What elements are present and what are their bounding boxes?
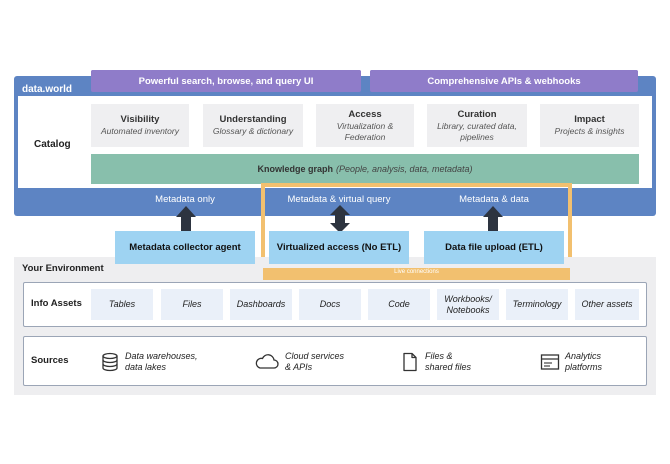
database-icon — [102, 352, 118, 372]
arrow-shaft — [335, 214, 345, 224]
sources-label: Sources — [31, 355, 69, 366]
arrow-down-icon — [330, 223, 350, 233]
capability-curation: Curation Library, curated data, pipeline… — [427, 104, 527, 147]
source-text: Data warehouses, data lakes — [125, 351, 198, 372]
asset-docs: Docs — [299, 289, 361, 320]
data-world-brand: data.world — [22, 84, 73, 95]
catalog-label: Catalog — [34, 139, 71, 150]
capability-desc: Automated inventory — [101, 126, 179, 136]
capability-title: Visibility — [120, 114, 160, 125]
source-data-warehouses: Data warehouses, data lakes — [100, 348, 203, 376]
capability-desc: Projects & insights — [554, 126, 625, 136]
apis-webhooks-bar-front: Comprehensive APIs & webhooks — [370, 70, 638, 92]
arrow-up-icon — [483, 206, 503, 217]
capability-title: Access — [348, 108, 382, 120]
source-analytics-platforms: Analytics platforms — [540, 348, 625, 376]
asset-other-assets: Other assets — [575, 289, 639, 320]
sources-row — [23, 336, 647, 386]
capability-desc: Virtualization & Federation — [336, 120, 394, 142]
environment-title: Your Environment — [22, 263, 104, 274]
source-cloud-services: Cloud services & APIs — [254, 348, 349, 376]
capability-understanding: Understanding Glossary & dictionary — [203, 104, 303, 147]
capability-title: Impact — [574, 114, 605, 125]
knowledge-graph-desc: (People, analysis, data, metadata) — [335, 164, 473, 174]
metadata-data-label: Metadata & data — [459, 194, 529, 205]
capability-access: Access Virtualization & Federation — [316, 104, 414, 147]
knowledge-graph-title: Knowledge graph — [257, 164, 333, 174]
metadata-only-label: Metadata only — [155, 194, 215, 205]
source-text: Cloud services & APIs — [285, 351, 345, 372]
capability-impact: Impact Projects & insights — [540, 104, 639, 147]
metadata-collector-agent-box: Metadata collector agent — [115, 231, 255, 264]
asset-terminology: Terminology — [506, 289, 568, 320]
asset-files: Files — [161, 289, 223, 320]
search-browse-ui-bar-front: Powerful search, browse, and query UI — [91, 70, 361, 92]
capability-desc: Glossary & dictionary — [212, 126, 294, 136]
asset-tables: Tables — [91, 289, 153, 320]
info-assets-label: Info Assets — [31, 298, 82, 309]
source-text: Analytics platforms — [565, 351, 603, 372]
cloud-icon — [255, 354, 279, 369]
arrow-up-icon — [176, 206, 196, 217]
arrow-shaft — [181, 216, 191, 232]
capability-title: Curation — [457, 108, 497, 120]
source-text: Files & shared files — [425, 351, 472, 372]
browser-window-icon — [540, 354, 560, 370]
knowledge-graph-bar: Knowledge graph (People, analysis, data,… — [91, 154, 639, 184]
live-connections-label: Live connections — [394, 269, 439, 275]
asset-workbooks-notebooks: Workbooks/ Notebooks — [437, 289, 499, 320]
capability-title: Understanding — [219, 114, 287, 125]
arrow-shaft — [488, 216, 498, 232]
arrow-up-icon — [330, 205, 350, 215]
source-files: Files & shared files — [400, 348, 475, 376]
data-file-upload-box: Data file upload (ETL) — [424, 231, 564, 264]
asset-code: Code — [368, 289, 430, 320]
virtualized-access-box: Virtualized access (No ETL) — [269, 231, 409, 264]
metadata-virtual-query-label: Metadata & virtual query — [287, 194, 391, 205]
asset-dashboards: Dashboards — [230, 289, 292, 320]
capability-desc: Library, curated data, pipelines — [437, 120, 517, 142]
capability-visibility: Visibility Automated inventory — [91, 104, 189, 147]
live-connections-bar — [263, 268, 570, 280]
file-icon — [403, 352, 417, 372]
